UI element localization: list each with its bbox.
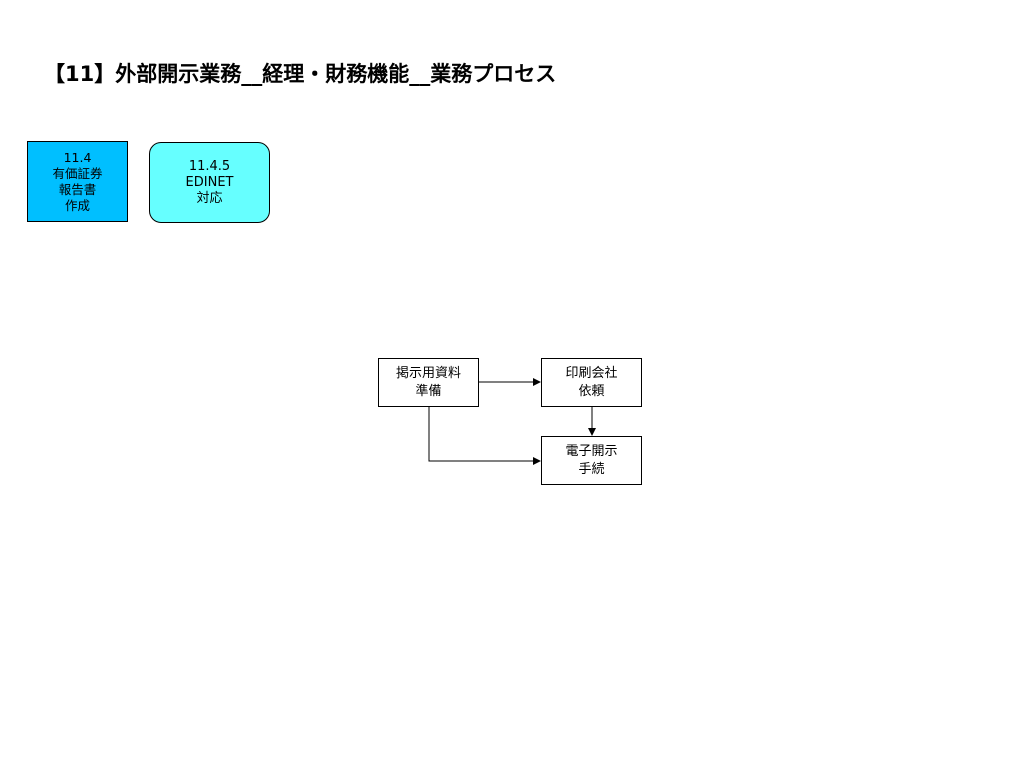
process-label-line-1: EDINET bbox=[185, 174, 234, 190]
page-title: 【11】外部開示業務__経理・財務機能__業務プロセス bbox=[44, 62, 557, 86]
step-electronic-disclosure-procedure[interactable]: 電子開示 手続 bbox=[541, 436, 642, 485]
section-label-line-3: 作成 bbox=[64, 197, 90, 213]
step-prepare-line-1: 掲示用資料 bbox=[395, 365, 461, 381]
step-request-printing-company[interactable]: 印刷会社 依頼 bbox=[541, 358, 642, 407]
step-filing-line-1: 電子開示 bbox=[565, 443, 618, 459]
process-label-line-2: 対応 bbox=[196, 190, 223, 206]
step-print-line-2: 依頼 bbox=[578, 383, 605, 399]
section-11-4-box[interactable]: 11.4 有価証券 報告書 作成 bbox=[27, 141, 128, 222]
step-prepare-line-2: 準備 bbox=[415, 383, 442, 399]
section-label-line-1: 有価証券 bbox=[52, 165, 103, 181]
arrow-prepare-to-filing bbox=[428, 407, 541, 465]
section-number: 11.4 bbox=[63, 149, 92, 165]
process-11-4-5-box[interactable]: 11.4.5 EDINET 対応 bbox=[149, 142, 270, 223]
step-print-line-1: 印刷会社 bbox=[565, 365, 618, 381]
step-prepare-disclosure-materials[interactable]: 掲示用資料 準備 bbox=[378, 358, 479, 407]
step-filing-line-2: 手続 bbox=[578, 461, 605, 477]
section-label-line-2: 報告書 bbox=[58, 181, 97, 197]
process-number: 11.4.5 bbox=[188, 158, 231, 174]
